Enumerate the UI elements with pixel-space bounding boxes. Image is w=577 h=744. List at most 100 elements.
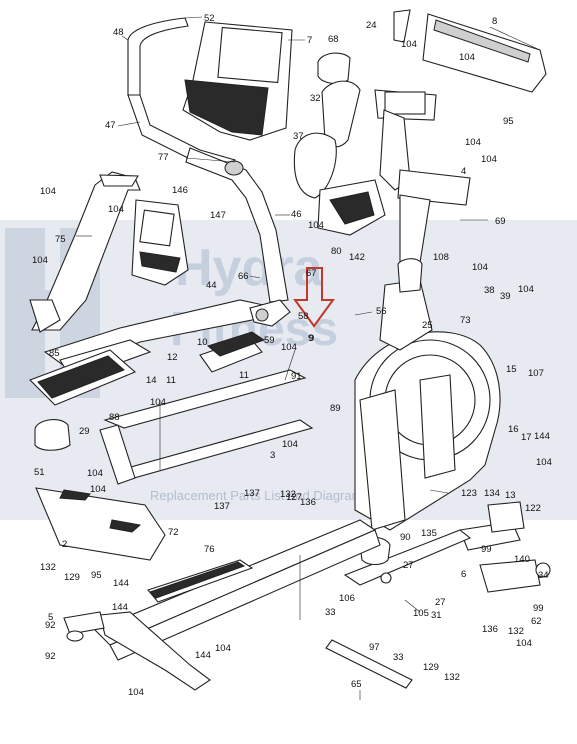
- part-number-label: 92: [45, 620, 56, 631]
- part-number-label: 123: [461, 488, 477, 499]
- part-number-label: 122: [525, 503, 541, 514]
- part-number-label: 104: [32, 255, 48, 266]
- part-number-label: 72: [168, 527, 179, 538]
- part-number-label: 104: [308, 220, 324, 231]
- part-number-label: 75: [55, 234, 66, 245]
- part-number-label: 104: [481, 154, 497, 165]
- part-number-label: 104: [282, 439, 298, 450]
- part-number-label: 33: [393, 652, 404, 663]
- part-number-label: 92: [45, 651, 56, 662]
- part-number-label: 17: [521, 432, 532, 443]
- part-number-label: 127: [286, 492, 302, 503]
- part-number-label: 38: [484, 285, 495, 296]
- part-number-label: 46: [291, 209, 302, 220]
- handlebar-left-upper: [127, 17, 236, 173]
- part-number-label: 135: [421, 528, 437, 539]
- part-number-label: 95: [91, 570, 102, 581]
- part-number-label: 104: [516, 638, 532, 649]
- part-number-label: 137: [244, 488, 260, 499]
- part-number-label: 137: [214, 501, 230, 512]
- part-number-label: 5: [48, 612, 53, 623]
- part-number-label: 90: [400, 532, 411, 543]
- part-number-label: 15: [506, 364, 517, 375]
- console: [182, 21, 293, 141]
- rail-frame: [34, 369, 314, 561]
- part-number-label: 13: [505, 490, 516, 501]
- part-number-label: 136: [300, 497, 316, 508]
- part-number-label: 39: [500, 291, 511, 302]
- part-number-label: 144: [113, 578, 129, 589]
- watermark-brand: Hydra: [175, 239, 323, 297]
- part-number-label: 105: [413, 608, 429, 619]
- part-number-label: 24: [366, 20, 377, 31]
- part-number-label: 12: [167, 352, 178, 363]
- part-number-label: 89: [330, 403, 341, 414]
- leader-lines: [76, 16, 541, 700]
- main-base-frame: [63, 519, 413, 691]
- part-number-label: 129: [64, 572, 80, 583]
- part-number-label: 104: [87, 468, 103, 479]
- part-number-label: 73: [460, 315, 471, 326]
- part-number-label: 136: [482, 624, 498, 635]
- part-number-label: 27: [435, 597, 446, 608]
- part-number-label: 104: [459, 52, 475, 63]
- indicator-arrow: 9: [293, 267, 335, 344]
- part-number-label: 32: [310, 93, 321, 104]
- part-number-label: 104: [472, 262, 488, 273]
- part-number-label: 140: [514, 554, 530, 565]
- part-number-label: 34: [538, 570, 549, 581]
- pedal-center: [199, 331, 266, 373]
- part-number-label: 9: [308, 333, 313, 344]
- part-number-label: 77: [158, 152, 169, 163]
- part-number-label: 67: [306, 268, 317, 279]
- part-number-label: 11: [239, 370, 249, 381]
- part-number-label: 31: [431, 610, 442, 621]
- part-number-label: 69: [495, 216, 506, 227]
- part-number-label: 104: [128, 687, 144, 698]
- part-number-label: 107: [528, 368, 544, 379]
- part-number-label: 27: [403, 560, 414, 571]
- part-number-label: 10: [197, 337, 208, 348]
- part-number-label: 104: [281, 342, 297, 353]
- part-number-label: 68: [328, 34, 339, 45]
- pedal-arm-left: [29, 299, 269, 406]
- part-number-label: 108: [433, 252, 449, 263]
- part-number-label: 85: [49, 348, 60, 359]
- part-number-label: 91: [291, 371, 302, 382]
- part-number-label: 104: [465, 137, 481, 148]
- part-number-label: 58: [298, 311, 309, 322]
- part-number-label: 66: [238, 271, 249, 282]
- flywheel-frame: [354, 258, 501, 531]
- part-number-label: 144: [112, 602, 128, 613]
- part-number-label: 147: [210, 210, 226, 221]
- part-number-label: 129: [423, 662, 439, 673]
- part-number-label: 62: [531, 616, 542, 627]
- indicator-arrow-label: 9: [309, 333, 314, 344]
- part-number-label: 104: [401, 39, 417, 50]
- part-number-label: 95: [503, 116, 514, 127]
- part-number-label: 37: [293, 131, 304, 142]
- part-number-label: 29: [79, 426, 90, 437]
- part-number-label: 104: [215, 643, 231, 654]
- part-number-label: 33: [325, 607, 336, 618]
- part-number-label: 8: [492, 16, 497, 27]
- part-number-label: 134: [484, 488, 500, 499]
- part-number-label: 65: [351, 679, 362, 690]
- part-number-label: 99: [533, 603, 544, 614]
- part-number-label: 48: [113, 27, 124, 38]
- part-number-label: 132: [40, 562, 56, 573]
- part-number-label: 146: [172, 185, 188, 196]
- handle-left-upright: [29, 171, 141, 333]
- part-number-label: 25: [422, 320, 433, 331]
- part-number-label: 132: [444, 672, 460, 683]
- part-number-label: 4: [461, 166, 466, 177]
- part-number-label: 88: [109, 412, 120, 423]
- link-arm: [249, 299, 291, 327]
- part-number-label: 52: [204, 13, 215, 24]
- part-number-label: 7: [307, 35, 312, 46]
- watermark-tagline: Replacement Parts List and Diagram: [150, 488, 362, 503]
- part-number-label: 104: [40, 186, 56, 197]
- part-number-label: 132: [508, 626, 524, 637]
